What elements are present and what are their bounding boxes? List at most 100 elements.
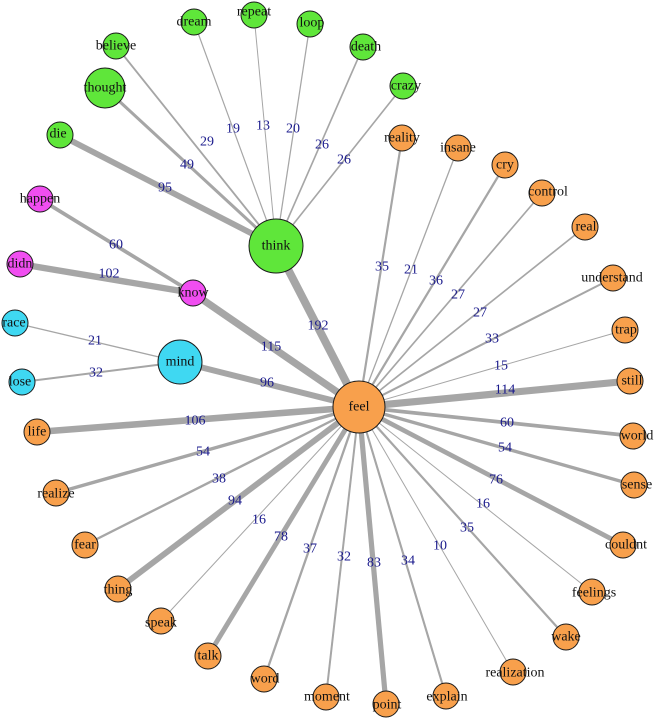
node-label-trap: trap	[615, 323, 637, 338]
node-circle-speak	[147, 607, 175, 635]
node-sense: sense	[620, 471, 652, 499]
edge-weight-feel-word: 37	[303, 542, 317, 557]
node-know: know	[177, 279, 209, 307]
node-label-insane: insane	[440, 141, 476, 156]
node-label-cry: cry	[496, 158, 514, 173]
node-speak: speak	[145, 607, 177, 635]
edge-weight-feel-real: 27	[473, 306, 487, 321]
node-crazy: crazy	[389, 72, 421, 100]
node-thought: thought	[84, 67, 127, 109]
edge-weight-feel-insane: 21	[404, 263, 418, 278]
node-circle-die	[46, 121, 74, 149]
edge-feel-speak	[160, 406, 360, 622]
edge-feel-realize	[55, 405, 360, 495]
node-word: word	[250, 665, 280, 693]
node-label-realize: realize	[37, 487, 74, 502]
node-mind: mind	[157, 339, 203, 385]
node-dream: dream	[177, 8, 212, 36]
node-label-explain: explain	[426, 690, 467, 705]
node-circle-couldnt	[609, 531, 637, 559]
node-label-real: real	[576, 220, 597, 235]
edge-weight-feel-explain: 34	[401, 554, 415, 569]
edge-weight-feel-world: 60	[500, 416, 514, 431]
edge-mind-lose	[21, 361, 181, 383]
node-label-reality: reality	[384, 131, 420, 146]
node-circle-cry	[491, 151, 519, 179]
node-talk: talk	[194, 642, 222, 670]
edge-weight-feel-cry: 36	[429, 274, 443, 289]
edge-think-dream	[193, 21, 277, 247]
edge-weight-feel-feelings: 16	[476, 497, 490, 512]
node-circle-life	[23, 418, 51, 446]
edge-feel-life	[36, 403, 360, 436]
edge-feel-trap	[358, 329, 626, 408]
node-real: real	[571, 213, 599, 241]
node-circle-believe	[102, 32, 130, 60]
node-label-thought: thought	[84, 81, 127, 96]
node-circle-still	[616, 367, 644, 395]
node-reality: reality	[384, 124, 420, 152]
edge-feel-point	[356, 406, 389, 705]
node-circle-sense	[620, 471, 648, 499]
edge-weight-feel-trap: 15	[494, 359, 508, 374]
node-circle-real	[571, 213, 599, 241]
node-label-death: death	[351, 40, 381, 55]
node-circle-fear	[71, 531, 99, 559]
edge-mind-feel	[179, 359, 360, 410]
node-lose: lose	[8, 368, 36, 396]
node-circle-wake	[552, 623, 580, 651]
node-realization: realization	[485, 658, 545, 686]
node-circle-race	[1, 309, 29, 337]
edge-think-believe	[115, 45, 277, 247]
edge-weight-feel-wake: 35	[460, 521, 474, 536]
node-label-couldnt: couldnt	[605, 538, 647, 553]
edge-know-didn	[19, 260, 194, 297]
edge-weight-know-feel: 115	[261, 340, 281, 355]
node-circle-mind	[157, 339, 203, 385]
edge-weight-feel-moment: 32	[337, 550, 351, 565]
edge-weight-feel-point: 83	[367, 556, 381, 571]
node-circle-insane	[444, 134, 472, 162]
node-circle-world	[619, 422, 647, 450]
edge-feel-control	[358, 192, 543, 408]
edge-feel-insane	[358, 147, 459, 408]
node-didn: didn	[6, 250, 34, 278]
node-world: world	[619, 422, 653, 450]
node-label-lose: lose	[9, 375, 32, 390]
edge-weight-know-happen: 60	[109, 238, 123, 253]
edge-think-repeat	[253, 14, 277, 247]
node-circle-trap	[611, 316, 639, 344]
node-circle-loop	[296, 10, 324, 38]
edge-weight-think-feel: 192	[308, 319, 329, 334]
node-label-know: know	[177, 286, 209, 301]
edge-weight-think-loop: 20	[286, 122, 300, 137]
edge-weight-feel-realize: 54	[196, 445, 210, 460]
node-cry: cry	[491, 151, 519, 179]
node-label-point: point	[373, 698, 402, 713]
edge-weight-feel-still: 114	[495, 383, 515, 398]
node-life: life	[23, 418, 51, 446]
node-circle-point	[372, 690, 400, 718]
node-label-think: think	[262, 239, 291, 254]
node-realize: realize	[37, 479, 75, 507]
node-label-understand: understand	[581, 271, 642, 286]
edge-weight-think-crazy: 26	[337, 153, 351, 168]
edge-feel-couldnt	[357, 404, 625, 548]
node-circle-talk	[194, 642, 222, 670]
edge-weight-feel-understand: 33	[485, 332, 499, 347]
node-circle-lose	[8, 368, 36, 396]
node-label-sense: sense	[622, 478, 652, 493]
edge-think-feel	[272, 244, 363, 409]
node-circle-dream	[180, 8, 208, 36]
node-death: death	[349, 33, 381, 61]
node-circle-death	[349, 33, 377, 61]
node-insane: insane	[440, 134, 476, 162]
edge-think-thought	[103, 86, 278, 248]
node-label-loop: loop	[300, 16, 325, 31]
node-label-word: word	[251, 672, 280, 687]
edge-feel-still	[358, 377, 631, 411]
edge-weight-feel-fear: 38	[212, 472, 226, 487]
edge-think-die	[58, 132, 278, 249]
